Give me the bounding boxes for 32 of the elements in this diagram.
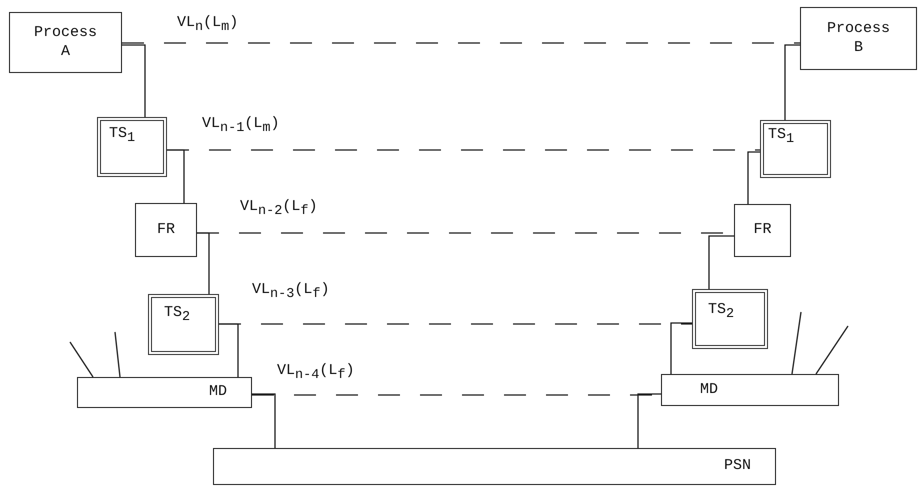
node-label: MD bbox=[208, 383, 227, 402]
node-label: TS$_{2}$ bbox=[708, 301, 734, 324]
connector-line bbox=[122, 44, 146, 117]
process-box bbox=[135, 203, 197, 257]
connector-line bbox=[670, 322, 692, 374]
double-box bbox=[148, 294, 219, 355]
connector-line bbox=[784, 44, 800, 120]
node-label: TS$_{1}$ bbox=[109, 125, 136, 148]
node-label: Process A bbox=[32, 24, 98, 62]
node-label: TS$_{1}$ bbox=[768, 126, 794, 149]
node-label: FR bbox=[156, 220, 175, 240]
device-bar bbox=[213, 448, 776, 485]
double-box bbox=[760, 120, 831, 178]
connector-line bbox=[637, 393, 661, 448]
process-box bbox=[800, 7, 917, 70]
connector-line bbox=[747, 151, 760, 204]
node-label: PSN bbox=[724, 457, 751, 476]
dashed-connector bbox=[122, 42, 800, 44]
double-box bbox=[97, 117, 167, 177]
node-label: Process B bbox=[826, 20, 891, 58]
process-box bbox=[9, 12, 122, 73]
connector-line bbox=[252, 393, 276, 448]
dashed-connector bbox=[219, 323, 692, 325]
device-bar bbox=[661, 374, 839, 406]
dashed-connector bbox=[167, 149, 760, 151]
process-box bbox=[734, 204, 791, 257]
node-label: TS$_{2}$ bbox=[164, 304, 190, 327]
double-box bbox=[692, 289, 768, 349]
node-label: MD bbox=[700, 380, 718, 400]
connector-line bbox=[708, 235, 734, 289]
node-label: FR bbox=[753, 221, 772, 240]
device-bar bbox=[77, 377, 252, 408]
